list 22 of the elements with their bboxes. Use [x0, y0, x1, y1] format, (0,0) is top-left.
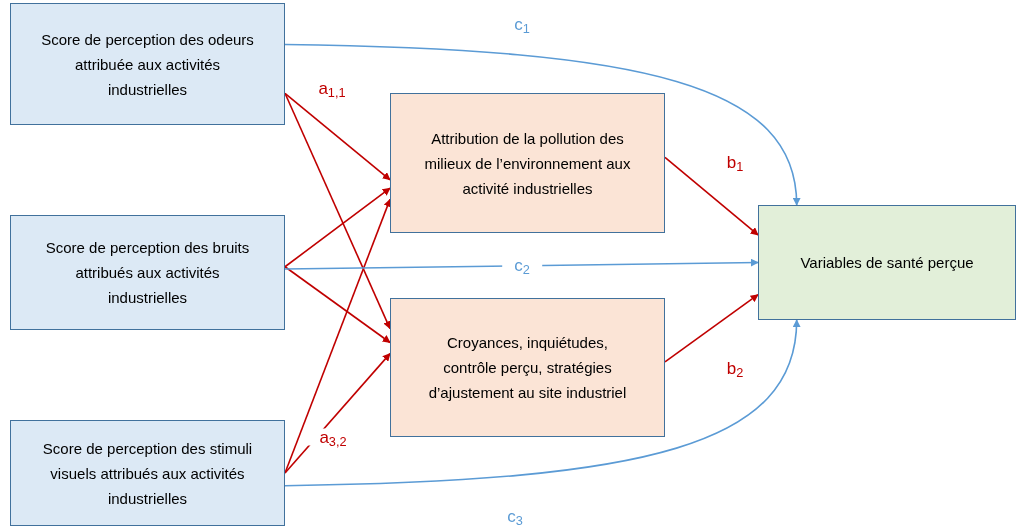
- process-box: [390, 93, 665, 233]
- arrow: [284, 265, 391, 344]
- process-box: [10, 420, 285, 526]
- process-box: [10, 3, 285, 125]
- box-text: Score de perception des odeurs attribuée aux activités industrielles: [40, 29, 255, 100]
- arrow: [284, 319, 800, 487]
- arrow: [284, 258, 759, 270]
- arrow: [284, 187, 391, 268]
- arrow: [664, 156, 759, 236]
- arrow: [664, 293, 759, 363]
- box-text: Attribution de la pollution des milieux de l’environnement aux activité industrielles: [423, 128, 632, 199]
- arrow: [284, 198, 392, 474]
- process-box: [390, 298, 665, 437]
- process-box: [758, 205, 1016, 320]
- arrow: [284, 92, 391, 330]
- box-text: Score de perception des bruits attribués aux activités industrielles: [44, 238, 251, 308]
- process-box: [10, 215, 285, 330]
- box-text: Variables de santé perçue: [800, 253, 974, 273]
- arrow: [284, 43, 800, 206]
- box-text: Score de perception des stimuli visuels attribués aux activités industrielles: [41, 438, 254, 509]
- box-text: Croyances, inquiétudes, contrôle perçu, stratégies d’ajustement au site industriel: [427, 333, 628, 403]
- arrow: [284, 92, 391, 181]
